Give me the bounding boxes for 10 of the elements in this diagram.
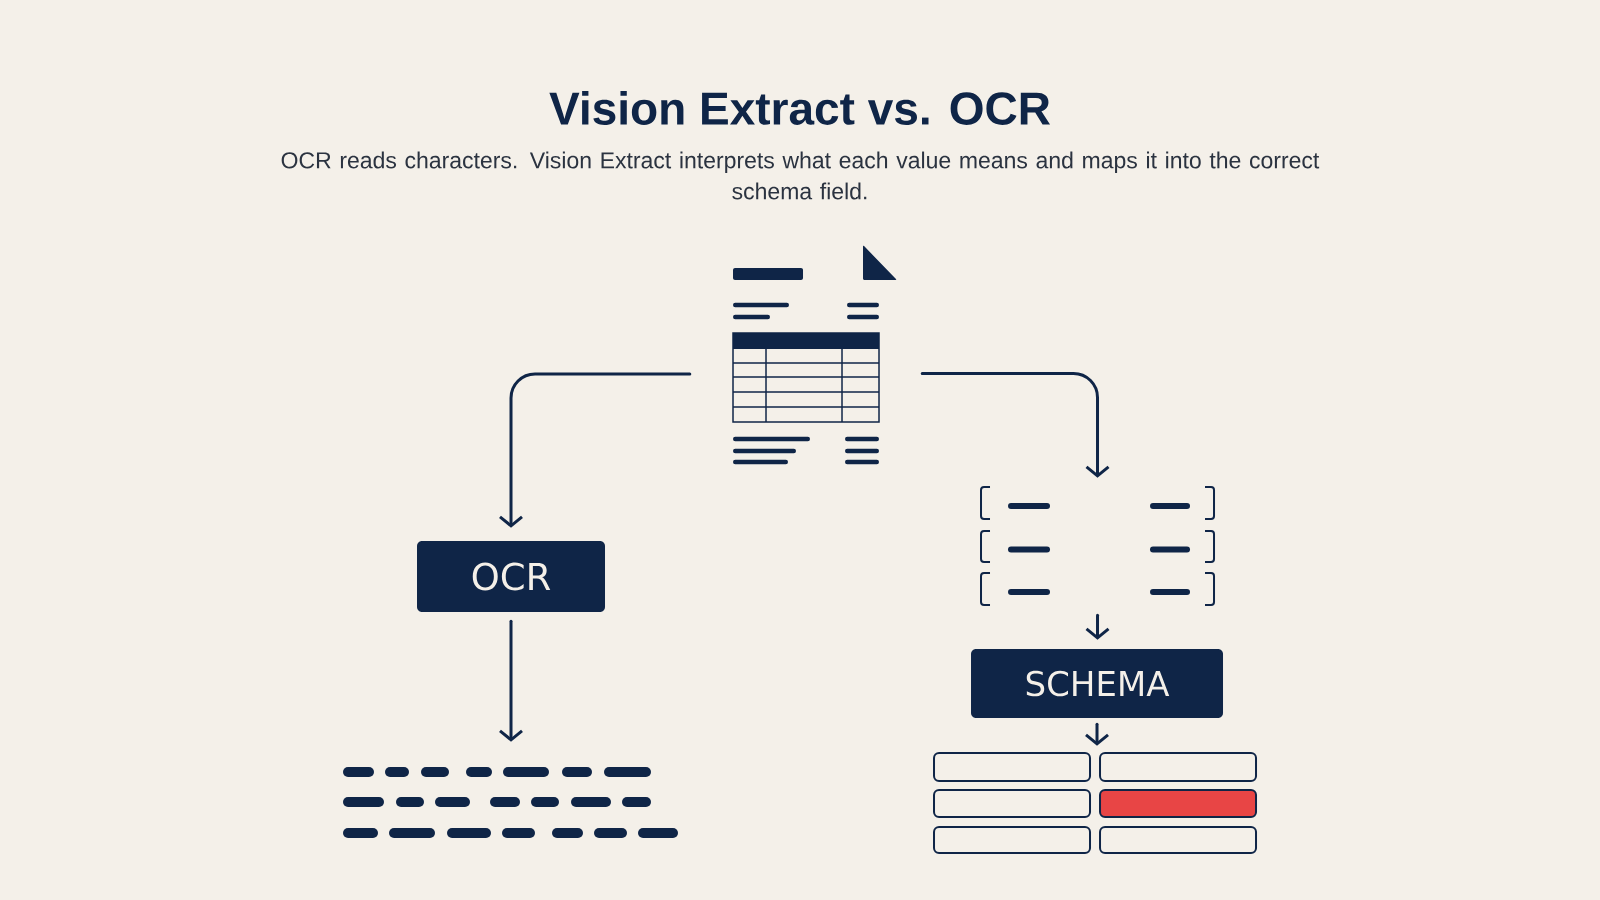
- bracket-pairs-drawing: [980, 486, 1215, 606]
- arrow: [499, 619, 523, 742]
- process-box: SCHEMA: [971, 649, 1223, 718]
- subtitle: OCR reads characters. Vision Extract interprets what each value means and maps it into the correct schema field.: [281, 151, 1320, 200]
- title: Vision Extract vs. OCR: [549, 91, 1050, 125]
- dash-lines-drawing: [343, 767, 678, 838]
- document-drawing: [732, 245, 897, 465]
- arrow: [920, 372, 1110, 478]
- process-box: OCR: [417, 541, 605, 612]
- arrow: [499, 372, 692, 528]
